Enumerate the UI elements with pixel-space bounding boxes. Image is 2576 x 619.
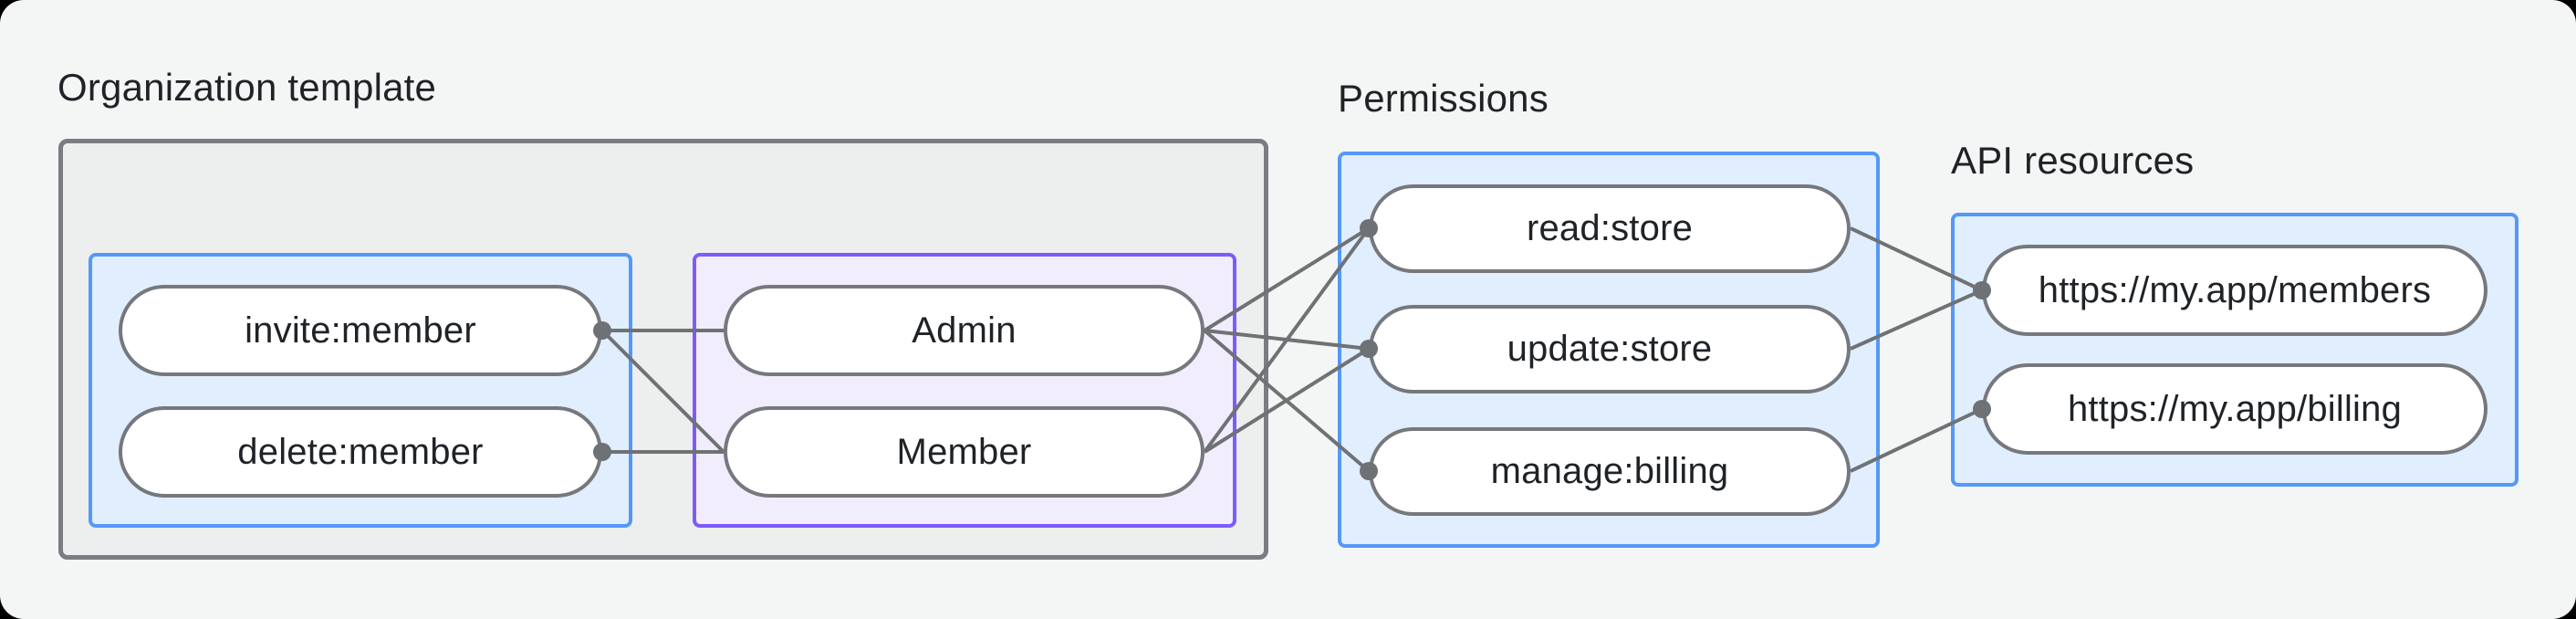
org-template-label: Organization template (57, 66, 437, 109)
permissions-label: Permissions (1338, 77, 1549, 120)
node-api-billing-url: https://my.app/billing (1982, 363, 2487, 455)
node-read-store: read:store (1369, 184, 1851, 273)
node-api-members-url: https://my.app/members (1982, 245, 2487, 336)
api-resources-label: API resources (1951, 139, 2195, 182)
node-admin-role: Admin (724, 285, 1205, 376)
node-delete-member: delete:member (119, 406, 602, 498)
node-invite-member: invite:member (119, 285, 602, 376)
node-update-store: update:store (1369, 305, 1851, 393)
node-manage-billing: manage:billing (1369, 427, 1851, 516)
node-member-role: Member (724, 406, 1205, 498)
